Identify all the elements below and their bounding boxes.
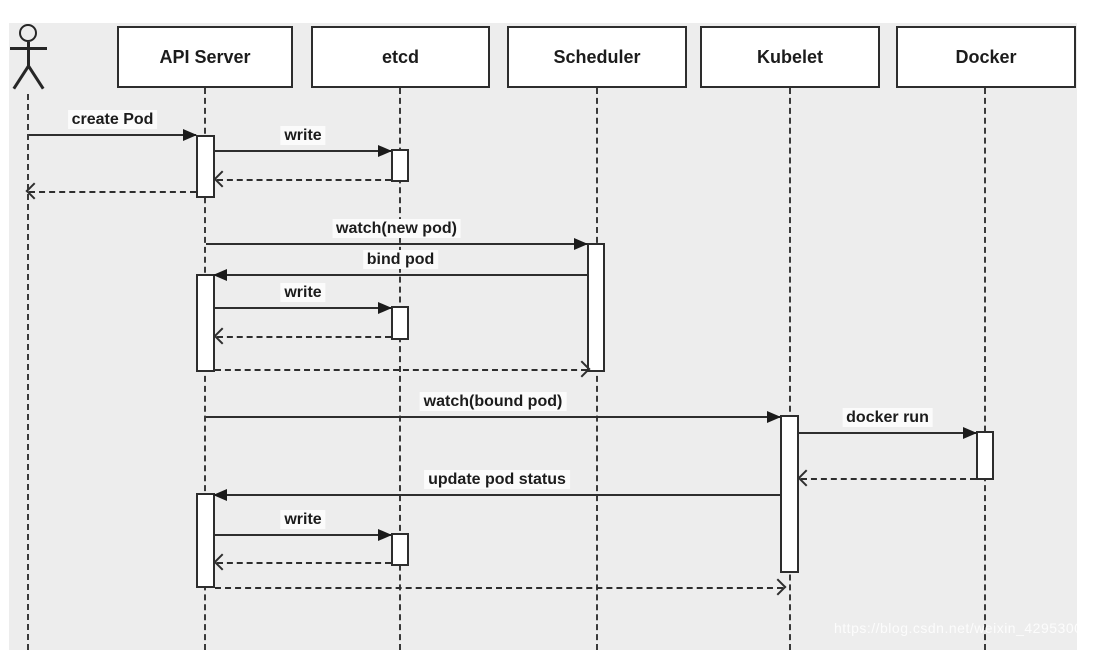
message-line [215,150,391,152]
message-docker-run: docker run [799,408,977,439]
message-line [214,274,587,276]
arrowhead-right-icon [378,145,392,157]
return-etcd-to-api-server-3 [213,553,391,571]
message-watch-bound-pod: watch(bound pod) [206,392,781,423]
return-line [215,369,587,371]
participant-box-etcd: etcd [311,26,490,88]
return-line [801,478,976,480]
message-write-1: write [215,126,392,157]
message-line [214,494,780,496]
activation-scheduler-1 [587,243,605,372]
message-label: create Pod [67,110,158,129]
message-bind-pod: bind pod [213,250,587,281]
return-line [215,587,783,589]
message-watch-new-pod: watch(new pod) [206,219,588,250]
participant-label: Scheduler [553,46,641,67]
message-line [206,243,587,245]
message-label: docker run [842,408,933,427]
diagram-background [9,23,1077,650]
actor-head [19,24,37,42]
arrowhead-left-icon [213,489,227,501]
arrowhead-right-icon [378,529,392,541]
return-line [29,191,196,193]
message-label: write [280,126,326,145]
return-line [217,179,391,181]
return-api-server-to-scheduler [215,360,591,378]
lifeline-kubelet [789,88,791,650]
message-write-3: write [215,510,392,541]
return-line [217,562,391,564]
watermark: https://blog.csdn.net/weixin_42953006 [834,620,1091,636]
lifeline-user [27,94,29,650]
arrowhead-right-icon [378,302,392,314]
return-line [217,336,391,338]
message-label: bind pod [362,250,439,269]
message-line [206,416,780,418]
message-write-2: write [215,283,392,314]
arrowhead-right-icon [963,427,977,439]
activation-api-server-3 [196,493,215,588]
participant-box-kubelet: Kubelet [700,26,880,88]
message-label: write [280,283,326,302]
message-line [799,432,976,434]
activation-api-server-1 [196,135,215,198]
activation-api-server-2 [196,274,215,372]
participant-box-api-server: API Server [117,26,293,88]
arrowhead-left-icon [213,269,227,281]
message-create-pod: create Pod [29,110,197,141]
message-update-pod-status: update pod status [213,470,780,501]
message-label: update pod status [424,470,570,489]
activation-etcd-3 [391,533,409,566]
return-api-server-to-user [25,182,196,200]
participant-box-scheduler: Scheduler [507,26,687,88]
arrowhead-right-icon [183,129,197,141]
message-line [215,534,391,536]
activation-kubelet-1 [780,415,799,573]
message-line [215,307,391,309]
message-label: write [280,510,326,529]
participant-label: Docker [955,46,1017,67]
activation-etcd-2 [391,306,409,340]
message-label: watch(new pod) [332,219,461,238]
return-etcd-to-api-server-1 [213,170,391,188]
activation-etcd-1 [391,149,409,182]
participant-label: API Server [159,46,251,67]
lifeline-docker [984,88,986,650]
message-line [29,134,196,136]
arrowhead-right-icon [574,238,588,250]
activation-docker-1 [976,431,994,480]
actor-arms [10,47,47,50]
participant-box-docker: Docker [896,26,1076,88]
message-label: watch(bound pod) [419,392,567,411]
actor-body [27,42,30,68]
participant-label: etcd [381,46,419,67]
return-etcd-to-api-server-2 [213,327,391,345]
return-docker-to-kubelet [797,469,976,487]
participant-label: Kubelet [756,46,823,67]
arrowhead-right-icon [767,411,781,423]
return-api-server-to-kubelet [215,578,787,596]
